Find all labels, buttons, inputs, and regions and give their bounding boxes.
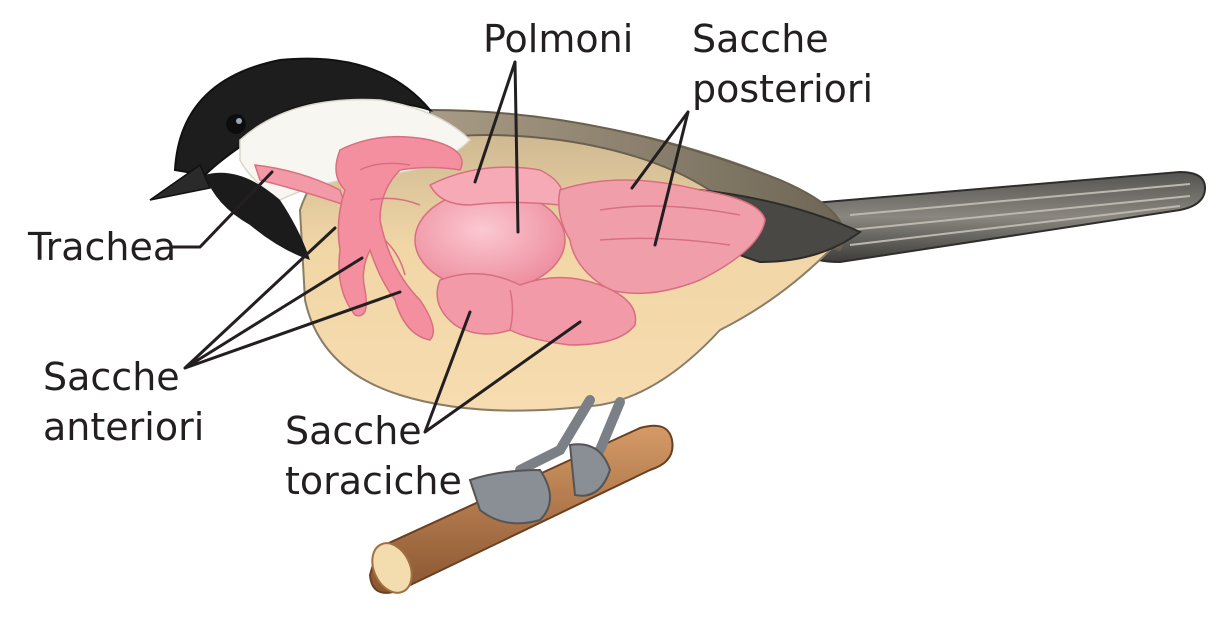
label-sacche-posteriori-line2: posteriori [692,67,873,111]
label-sacche-anteriori-line2: anteriori [43,405,204,449]
anterior-sacs [335,135,463,341]
anterior-sacs-folds [359,162,421,276]
thoracic-sacs-fold [509,289,514,331]
bird-feet [468,395,625,525]
label-sacche-posteriori-line1: Sacche [692,17,829,61]
label-sacche-anteriori-line1: Sacche [43,355,180,399]
bird-throat [205,172,310,260]
leader-sacche-anteriori [183,226,402,370]
respiratory-system [253,135,766,346]
bird-eye [226,114,246,134]
leader-lines [170,60,690,434]
branch-cut-end [371,542,413,594]
leader-sacche-posteriori [630,110,690,247]
label-sacche-toraciche-line1: Sacche [285,409,422,453]
label-trachea: Trachea [27,225,176,269]
leader-polmoni [473,60,520,234]
label-sacche-toraciche-line2: toraciche [285,459,462,503]
bird-eye-highlight [236,118,242,124]
tail-feather-lines [849,183,1191,246]
bird-beak [149,163,212,201]
leader-sacche-toraciche [423,310,582,434]
leader-trachea [170,170,274,249]
bird-tail [789,170,1207,264]
label-polmoni: Polmoni [483,17,633,61]
